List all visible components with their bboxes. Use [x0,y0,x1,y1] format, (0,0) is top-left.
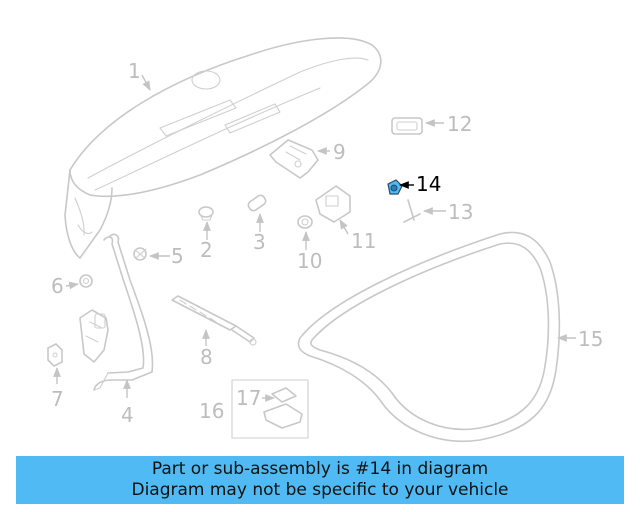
bracket-part-7[interactable] [47,343,63,367]
callout-4: 4 [121,403,134,427]
kit-box-part-16[interactable] [231,379,309,439]
callout-17: 17 [236,386,261,410]
nut-part-6[interactable] [79,274,93,288]
callout-1: 1 [128,59,141,83]
trunk-lid-part[interactable] [64,37,382,259]
weatherstrip-part-15[interactable] [297,231,561,442]
highlighted-clip-part-14[interactable] [387,179,403,195]
callout-6: 6 [51,274,64,298]
trim-button-part[interactable] [247,194,267,213]
part-info-banner: Part or sub-assembly is #14 in diagram D… [16,456,624,504]
callout-16: 16 [199,399,224,423]
striker-part-13[interactable] [403,199,421,223]
gas-strut-part[interactable] [171,295,257,346]
callout-9: 9 [333,140,346,164]
callout-13: 13 [448,200,473,224]
hinge-base-part[interactable] [79,309,109,363]
grommet-part-10[interactable] [297,215,313,229]
banner-line-disclaimer: Diagram may not be specific to your vehi… [131,480,509,500]
callout-8: 8 [200,345,213,369]
callout-12: 12 [447,112,472,136]
actuator-part-11[interactable] [315,185,351,223]
callout-15: 15 [578,327,603,351]
switch-part-12[interactable] [391,117,423,135]
callout-labels: 1 2 3 4 5 6 7 8 9 10 11 12 13 14 15 16 1… [51,59,603,427]
callout-11: 11 [351,229,376,253]
bolt-part-5[interactable] [133,247,147,261]
bumper-stop-part[interactable] [198,206,214,221]
callout-7: 7 [51,387,64,411]
banner-line-part: Part or sub-assembly is #14 in diagram [151,459,489,479]
callout-2: 2 [200,238,213,262]
hinge-arm-part[interactable] [93,233,154,391]
callout-5: 5 [171,244,184,268]
callout-3: 3 [253,230,266,254]
latch-part-9[interactable] [269,139,319,179]
callout-14-highlighted: 14 [416,172,441,196]
callout-10: 10 [297,249,322,273]
